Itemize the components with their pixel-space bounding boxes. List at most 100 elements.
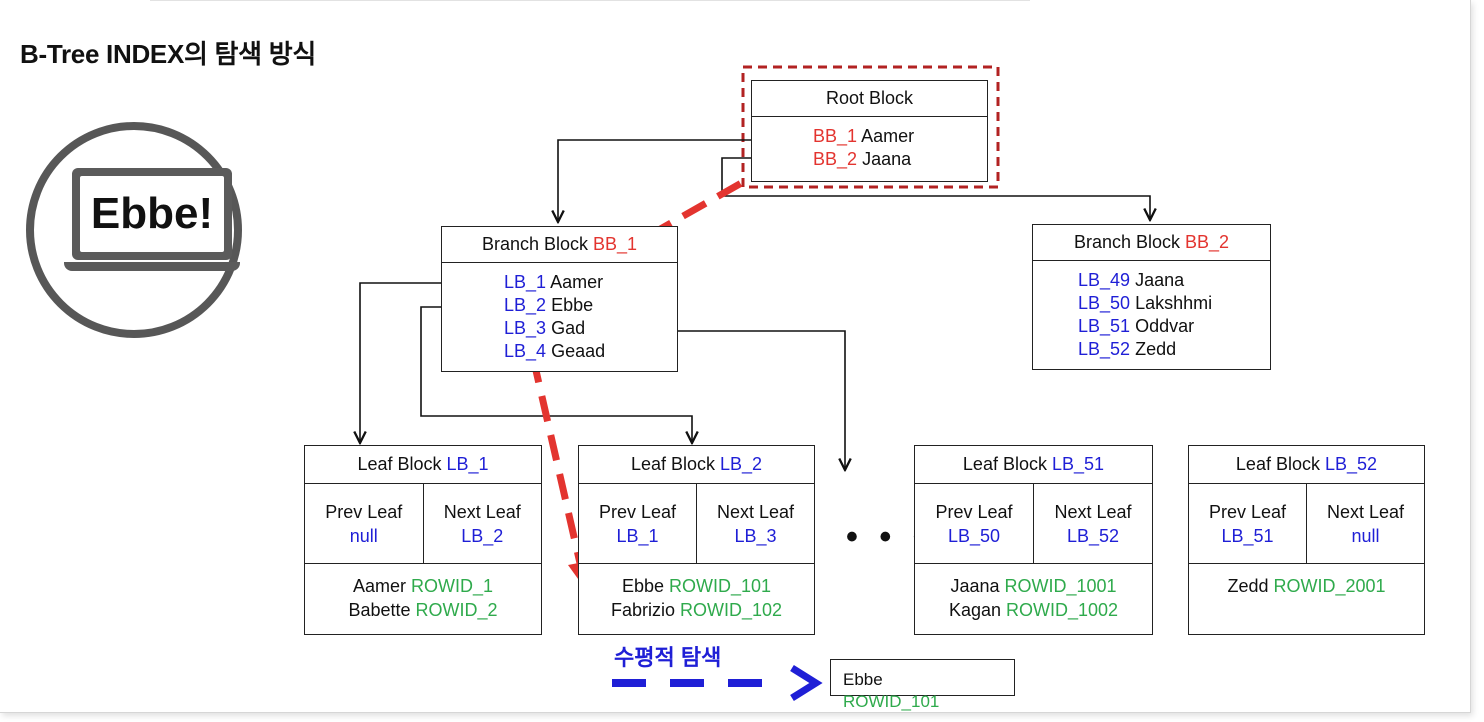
entry-key: Ebbe [621, 576, 664, 596]
branch-id: BB_1 [593, 234, 638, 254]
leaf-entry: Fabrizio ROWID_102 [579, 598, 814, 622]
leaf-block-title: Leaf Block LB_1 [305, 446, 541, 484]
next-leaf-label: Next Leaf [443, 501, 521, 522]
top-rule [150, 0, 1030, 1]
entry-key: Geaad [551, 341, 606, 361]
entry-rowid: ROWID_1 [411, 576, 494, 596]
prev-leaf-ref: LB_50 [947, 525, 1001, 546]
branch-block-title: Branch Block BB_1 [442, 227, 677, 263]
branch-block-bb1: Branch Block BB_1 LB_1 Aamer LB_2 Ebbe L… [441, 226, 678, 372]
leaf-block-title: Leaf Block LB_2 [579, 446, 814, 484]
branch-block-bb2: Branch Block BB_2 LB_49 Jaana LB_50 Laks… [1032, 224, 1271, 370]
root-entry: BB_2 Jaana [813, 148, 987, 171]
branch-entry: LB_51 Oddvar [1078, 315, 1270, 338]
leaf-entries: Zedd ROWID_2001 [1189, 564, 1424, 598]
entry-key: Jaana [862, 149, 912, 169]
entry-key: Oddvar [1135, 316, 1195, 336]
leaf-id: LB_52 [1325, 454, 1378, 474]
branch-entry: LB_52 Zedd [1078, 338, 1270, 361]
next-leaf-ref: LB_52 [1066, 525, 1120, 546]
entry-key: Kagan [948, 600, 1001, 620]
branch-block-entries: LB_49 Jaana LB_50 Lakshhmi LB_51 Oddvar … [1033, 261, 1270, 361]
result-box: Ebbe [830, 659, 1015, 696]
entry-rowid: ROWID_102 [680, 600, 783, 620]
leaf-id: LB_1 [446, 454, 489, 474]
leaf-ref: LB_50 [1078, 293, 1131, 313]
next-leaf-ref: null [1351, 525, 1380, 546]
next-leaf-ref: LB_3 [734, 525, 777, 546]
laptop-base [64, 262, 240, 271]
leaf-id: LB_51 [1052, 454, 1105, 474]
branch-id: BB_2 [1185, 232, 1230, 252]
prev-leaf-ref: null [349, 525, 378, 546]
root-entry: BB_1 Aamer [813, 125, 987, 148]
entry-key: Gad [551, 318, 586, 338]
root-highlight-frame [741, 65, 1000, 189]
page-title: B-Tree INDEX의 탐색 방식 [20, 39, 316, 69]
branch-entry: LB_50 Lakshhmi [1078, 292, 1270, 315]
root-block-title: Root Block [752, 81, 987, 117]
branch-block-entries: LB_1 Aamer LB_2 Ebbe LB_3 Gad LB_4 Geaad [442, 263, 677, 363]
leaf-entry: Jaana ROWID_1001 [915, 574, 1152, 598]
leaf-entry: Aamer ROWID_1 [305, 574, 541, 598]
leaf-label: Leaf Block [630, 454, 715, 474]
branch-entry: LB_49 Jaana [1078, 269, 1270, 292]
next-leaf-cell: Next Leaf null [1307, 484, 1424, 563]
branch-label: Branch Block [481, 234, 588, 254]
block-ref: BB_1 [813, 126, 858, 146]
leaf-entry: Ebbe ROWID_101 [579, 574, 814, 598]
entry-key: Jaana [1135, 270, 1185, 290]
slide-frame [0, 0, 1471, 713]
entry-key: Ebbe [551, 295, 594, 315]
leaf-entries: Ebbe ROWID_101 Fabrizio ROWID_102 [579, 564, 814, 622]
leaf-label: Leaf Block [962, 454, 1047, 474]
leaf-ref: LB_51 [1078, 316, 1131, 336]
branch-label: Branch Block [1073, 232, 1180, 252]
branch-block-title: Branch Block BB_2 [1033, 225, 1270, 261]
horizontal-scan-label: 수평적 탐색 [614, 645, 722, 670]
result-rowid: ROWID_101 [843, 692, 940, 711]
entry-key: Jaana [950, 576, 1000, 596]
connector-bb1-lb3 [637, 330, 845, 470]
branch-entry: LB_4 Geaad [504, 340, 677, 363]
leaf-entries: Jaana ROWID_1001 Kagan ROWID_1002 [915, 564, 1152, 622]
horizontal-scan-arrowhead [790, 665, 823, 701]
prev-leaf-label: Prev Leaf [598, 501, 677, 522]
entry-rowid: ROWID_2 [415, 600, 498, 620]
leaf-label: Leaf Block [1235, 454, 1320, 474]
result-key: Ebbe [843, 670, 883, 689]
leaf-ref: LB_4 [504, 341, 547, 361]
leaf-ref: LB_3 [504, 318, 547, 338]
entry-rowid: ROWID_101 [669, 576, 772, 596]
leaf-ref: LB_52 [1078, 339, 1131, 359]
ellipsis: • • • [846, 518, 931, 556]
entry-key: Aamer [352, 576, 406, 596]
leaf-entries: Aamer ROWID_1 Babette ROWID_2 [305, 564, 541, 622]
root-block-entries: BB_1 Aamer BB_2 Jaana [752, 117, 987, 171]
prev-leaf-label: Prev Leaf [935, 501, 1013, 522]
root-block: Root Block BB_1 Aamer BB_2 Jaana [751, 80, 988, 182]
entry-key: Aamer [550, 272, 604, 292]
branch-entry: LB_2 Ebbe [504, 294, 677, 317]
laptop-logo-circle [26, 122, 242, 338]
next-leaf-label: Next Leaf [1054, 501, 1132, 522]
entry-key: Aamer [861, 126, 915, 146]
entry-rowid: ROWID_2001 [1273, 576, 1386, 596]
leaf-ref: LB_49 [1078, 270, 1131, 290]
next-leaf-label: Next Leaf [1326, 501, 1405, 522]
next-leaf-ref: LB_2 [461, 525, 504, 546]
leaf-entry: Kagan ROWID_1002 [915, 598, 1152, 622]
leaf-ref: LB_1 [504, 272, 547, 292]
